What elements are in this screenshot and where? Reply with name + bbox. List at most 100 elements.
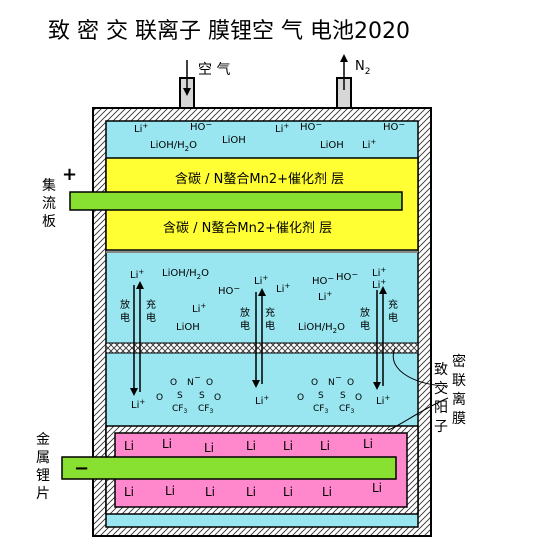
li-ion: Li+ <box>134 122 148 135</box>
charge-discharge-labels: 放电 充电 放电 充电 放电 充电 <box>120 298 398 332</box>
cf3-group: CF3 <box>339 404 354 415</box>
atom-o: O <box>311 378 318 388</box>
atom-n: N <box>187 378 194 388</box>
atom-o: O <box>170 378 177 388</box>
li-atom: Li <box>204 441 214 455</box>
atom-n: N <box>328 378 335 388</box>
ion-transport-arrows <box>130 281 387 396</box>
li-ion: Li+ <box>372 266 386 279</box>
li-atom: Li <box>283 485 293 499</box>
membrane-callout-line <box>392 347 449 387</box>
tfsi-anion: N − O O S S O O CF3 CF3 <box>297 373 362 415</box>
atom-s: S <box>199 391 205 401</box>
collector-label-2: 流 <box>42 196 56 212</box>
hydroxide-ion: HO− <box>336 270 358 283</box>
diagram-title: 致 密 交 联离子 膜锂空 气 电池2020 <box>48 19 410 44</box>
membrane-callout-line <box>387 397 449 431</box>
li-atom: Li <box>283 439 293 453</box>
atom-s: S <box>177 391 183 401</box>
membrane-label-char: 膜 <box>452 411 466 427</box>
atom-s: S <box>318 391 324 401</box>
cf3-group: CF3 <box>313 404 328 415</box>
atom-o: O <box>156 393 163 403</box>
li-atom: Li <box>246 439 256 453</box>
li-atom: Li <box>162 437 172 451</box>
discharge-label: 放电 <box>120 298 130 324</box>
li-atom: Li <box>363 437 373 451</box>
li-ion: Li+ <box>275 122 289 135</box>
tfsi-anion: N − O O S S O O CF3 CF3 <box>156 373 221 415</box>
hydroxide-ion: HO− <box>383 120 405 133</box>
lioh-h2o: LiOH/H2O <box>298 322 345 335</box>
li-ion: Li+ <box>372 278 386 291</box>
li-atom: Li <box>205 485 215 499</box>
li-ion: Li+ <box>318 290 332 303</box>
charge-label: 充电 <box>265 306 275 332</box>
li-ion: Li+ <box>131 398 145 411</box>
charge-label: 充电 <box>146 298 156 324</box>
discharge-label: 放电 <box>360 306 370 332</box>
li-ion: Li+ <box>376 394 390 407</box>
hydroxide-ion: HO− <box>312 274 334 287</box>
anode-collector-plate <box>61 456 397 480</box>
charge: − <box>194 373 201 382</box>
membrane-label-char: 离 <box>452 391 466 408</box>
li-ion: Li+ <box>130 268 144 281</box>
li-atom: Li <box>165 484 175 498</box>
atom-s: S <box>340 391 346 401</box>
atom-o: O <box>297 393 304 403</box>
membrane-label-char: 子 <box>434 419 448 435</box>
top-electrolyte-species: Li+ HO− Li+ HO− HO− LiOH/H2O LiOH LiOH L… <box>134 120 405 153</box>
li-atom: Li <box>372 481 382 495</box>
lioh-h2o: LiOH/H2O <box>162 268 209 281</box>
membrane-label-char: 交 <box>434 380 448 397</box>
charge-label: 充电 <box>388 298 398 324</box>
hydroxide-ion: HO− <box>190 120 212 133</box>
lioh: LiOH <box>176 322 200 333</box>
membrane-label-char: 致 <box>434 362 448 378</box>
lioh: LiOH <box>320 140 344 151</box>
collector-label-3: 板 <box>42 214 56 230</box>
atom-o: O <box>355 393 362 403</box>
li-ion: Li+ <box>276 282 290 295</box>
n2-label: N2 <box>355 59 370 77</box>
li-atom: Li <box>124 439 134 453</box>
lioh-h2o: LiOH/H2O <box>150 140 197 153</box>
li-ion: Li+ <box>254 274 268 287</box>
metal-li-label-1: 金 <box>36 432 50 448</box>
li-atom: Li <box>320 439 330 453</box>
atom-o: O <box>347 378 354 388</box>
catalyst-label-bottom: 含碳 / N螯合Mn2+催化剂 层 <box>163 220 332 236</box>
air-label: 空 气 <box>198 62 230 78</box>
li-atom: Li <box>246 485 256 499</box>
negative-sign: − <box>74 458 89 479</box>
cf3-group: CF3 <box>198 404 213 415</box>
li-atom: Li <box>124 485 134 499</box>
charge: − <box>335 373 342 382</box>
li-ion: Li+ <box>192 302 206 315</box>
li-ion: Li+ <box>255 394 269 407</box>
bottom-electrolyte-species: Li+ Li+ Li+ N − O O S S O O CF3 CF3 N − … <box>131 373 390 415</box>
membrane-label-char: 阳 <box>434 400 448 416</box>
lithium-labels: Li Li Li Li Li Li Li Li Li Li Li Li Li L… <box>124 437 382 499</box>
membrane-label-char: 联 <box>452 373 466 389</box>
atom-o: O <box>206 378 213 388</box>
cf3-group: CF3 <box>172 404 187 415</box>
catalyst-label-top: 含碳 / N螯合Mn2+催化剂 层 <box>175 171 344 187</box>
middle-electrolyte-species: Li+ LiOH/H2O HO− Li+ Li+ HO− HO− Li+ Li+… <box>130 266 386 335</box>
membrane-label-char: 密 <box>452 353 466 370</box>
atom-o: O <box>214 393 221 403</box>
cathode-collector-plate <box>69 191 403 211</box>
metal-li-label-2: 属 <box>36 450 50 466</box>
metal-li-label-4: 片 <box>36 486 50 502</box>
li-ion: Li+ <box>362 138 376 151</box>
li-atom: Li <box>322 485 332 499</box>
membrane-label: 致 交 阳 子 密 联 离 膜 <box>434 353 466 435</box>
collector-label-1: 集 <box>42 177 56 194</box>
hydroxide-ion: HO− <box>218 284 240 297</box>
hydroxide-ion: HO− <box>300 120 322 133</box>
metal-li-label-3: 锂 <box>36 468 50 484</box>
discharge-label: 放电 <box>240 306 250 332</box>
positive-sign: + <box>62 164 77 185</box>
